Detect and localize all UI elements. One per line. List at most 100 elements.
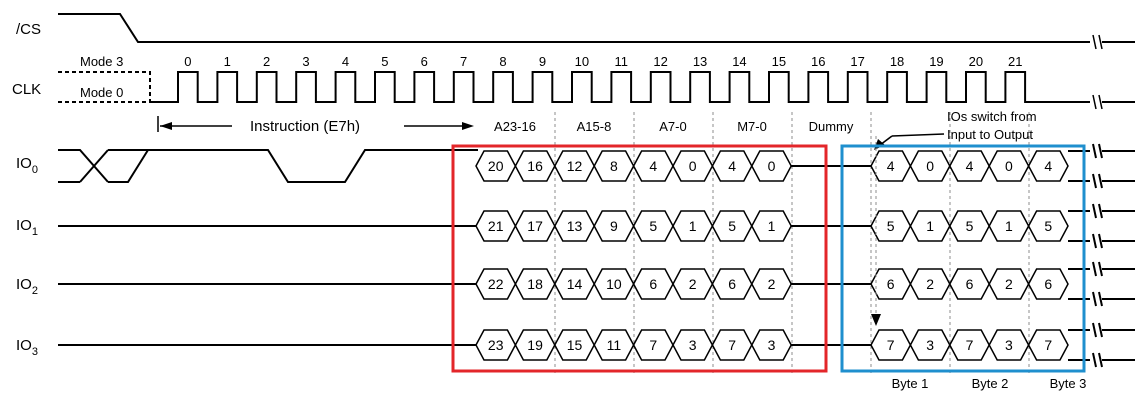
io2-input-value: 6 — [728, 276, 736, 292]
io1-output-value: 5 — [887, 218, 895, 234]
io2-input-value: 22 — [488, 276, 504, 292]
clock-number: 7 — [460, 54, 467, 69]
io1-input-value: 13 — [567, 218, 583, 234]
phase-label-a15-8: A15-8 — [577, 119, 612, 134]
clock-number: 16 — [811, 54, 825, 69]
io0-output-value: 0 — [926, 158, 934, 174]
io2-input-value: 2 — [768, 276, 776, 292]
io0-input-value: 4 — [728, 158, 736, 174]
io2-break-icon — [1068, 261, 1135, 307]
io3-input-value: 23 — [488, 337, 504, 353]
io1-break-icon — [1068, 203, 1135, 249]
io1-output-value: 1 — [926, 218, 934, 234]
io1-input-value: 5 — [649, 218, 657, 234]
mode3-label: Mode 3 — [80, 54, 123, 69]
clock-number: 3 — [302, 54, 309, 69]
io2-output-value: 6 — [1044, 276, 1052, 292]
cs-waveform — [58, 13, 1090, 43]
clock-number: 0 — [184, 54, 191, 69]
io3-input-value: 11 — [607, 337, 622, 353]
io0-output-value: 4 — [887, 158, 895, 174]
io3-input-value: 19 — [527, 337, 543, 353]
switch-note-line2: Input to Output — [947, 127, 1033, 142]
io0-input-value: 0 — [689, 158, 697, 174]
io3-input-value: 3 — [689, 337, 697, 353]
input-phase-highlight-box — [451, 144, 828, 373]
io1-output-value: 5 — [966, 218, 974, 234]
io0-input-value: 12 — [567, 158, 583, 174]
io0-input-value: 20 — [488, 158, 504, 174]
io0-instruction-waveform — [58, 149, 478, 183]
io3-output-value: 3 — [926, 337, 934, 353]
io2-input-value: 10 — [606, 276, 622, 292]
cs-signal-label: /CS — [16, 21, 41, 38]
io1-signal-label: IO1 — [16, 217, 38, 238]
mode0-label: Mode 0 — [80, 85, 123, 100]
io3-output-value: 3 — [1005, 337, 1013, 353]
io2-output-value: 6 — [887, 276, 895, 292]
clock-number: 10 — [575, 54, 589, 69]
clock-number: 4 — [342, 54, 349, 69]
instruction-arrow — [157, 116, 474, 132]
io3-output-value: 7 — [966, 337, 974, 353]
io1-input-value: 1 — [689, 218, 697, 234]
io3-input-value: 7 — [649, 337, 657, 353]
byte2-label: Byte 2 — [972, 376, 1009, 391]
instruction-label: Instruction (E7h) — [250, 118, 360, 135]
io0-signal-label: IO0 — [16, 155, 38, 176]
clock-number: 6 — [421, 54, 428, 69]
clock-number: 1 — [224, 54, 231, 69]
clock-number: 8 — [499, 54, 506, 69]
clk-break-icon — [1092, 94, 1135, 110]
io2-output-value: 6 — [966, 276, 974, 292]
io1-input-value: 1 — [768, 218, 776, 234]
mode3-dashed-line — [58, 71, 151, 102]
clock-number: 19 — [929, 54, 943, 69]
cs-break-icon — [1092, 34, 1135, 50]
io3-break-icon — [1068, 322, 1135, 368]
io0-input-cell — [750, 150, 793, 182]
phase-label-m7-0: M7-0 — [737, 119, 767, 134]
io0-output-cell — [1027, 150, 1069, 182]
io2-input-value: 18 — [527, 276, 543, 292]
io0-input-value: 0 — [768, 158, 776, 174]
io1-output-cell — [1027, 210, 1069, 242]
io1-input-value: 5 — [728, 218, 736, 234]
cycle-guides — [554, 112, 1030, 376]
io0-output-value: 4 — [966, 158, 974, 174]
io2-input-value: 6 — [649, 276, 657, 292]
clock-number: 20 — [969, 54, 983, 69]
io0-input-value: 16 — [527, 158, 543, 174]
phase-label-a23-16: A23-16 — [494, 119, 536, 134]
output-start-arrow — [871, 136, 881, 326]
dummy-phase-lines — [791, 165, 871, 346]
io2-output-value: 2 — [926, 276, 934, 292]
clock-number: 11 — [615, 54, 629, 69]
clock-number: 21 — [1008, 54, 1022, 69]
io1-output-value: 1 — [1005, 218, 1013, 234]
clock-number: 14 — [732, 54, 746, 69]
io-line-breaks — [1068, 143, 1135, 368]
io2-output-value: 2 — [1005, 276, 1013, 292]
switch-note-line1: IOs switch from — [947, 109, 1037, 124]
io3-signal-label: IO3 — [16, 337, 38, 358]
io0-output-value: 0 — [1005, 158, 1013, 174]
io3-input-value: 3 — [768, 337, 776, 353]
clock-number: 9 — [539, 54, 546, 69]
io1-input-cell — [750, 210, 793, 242]
io2-signal-label: IO2 — [16, 276, 38, 297]
io3-output-cell — [1027, 329, 1069, 361]
io1-input-value: 9 — [610, 218, 618, 234]
byte1-label: Byte 1 — [892, 376, 929, 391]
io0-input-value: 8 — [610, 158, 618, 174]
phase-label-dummy: Dummy — [809, 119, 854, 134]
clk-signal-label: CLK — [12, 81, 41, 98]
io1-input-value: 21 — [488, 218, 504, 234]
io3-input-value: 15 — [567, 337, 583, 353]
clock-number: 15 — [772, 54, 786, 69]
io2-input-value: 2 — [689, 276, 697, 292]
